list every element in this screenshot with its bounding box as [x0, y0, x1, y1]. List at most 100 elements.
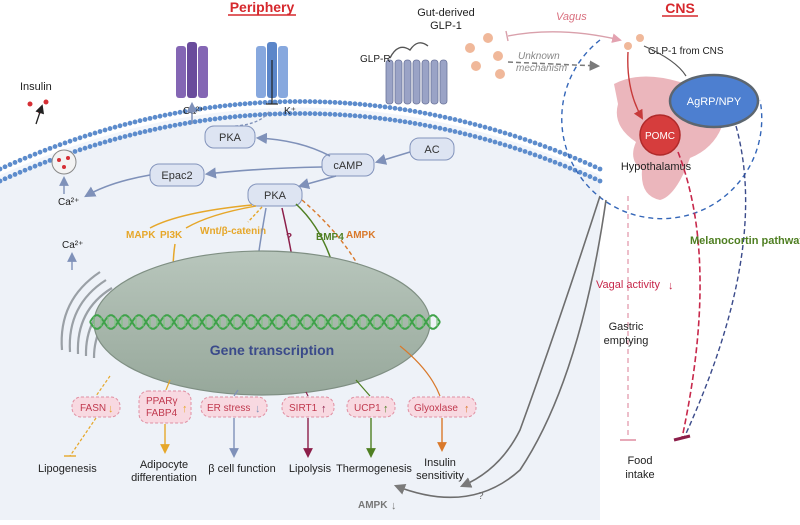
membrane-lipid	[437, 125, 443, 131]
membrane-lipid	[452, 129, 458, 134]
membrane-lipid	[477, 123, 483, 129]
gut-label-1: Gut-derived	[417, 7, 474, 19]
membrane-lipid	[277, 99, 283, 105]
membrane-lipid	[122, 122, 128, 127]
membrane-lipid	[477, 135, 483, 141]
membrane-lipid	[237, 113, 243, 119]
unknown-label-2: mechanism	[516, 63, 567, 74]
membrane-lipid	[117, 123, 123, 129]
glyoxlase-label: Glyoxlase	[414, 403, 458, 414]
membrane-lipid	[507, 144, 513, 149]
membrane-lipid	[7, 162, 13, 167]
membrane-lipid	[577, 157, 583, 163]
membrane-lipid	[337, 100, 343, 106]
pi3k-label: PI3K	[160, 230, 183, 241]
ucp1-label: UCP1	[354, 403, 381, 414]
membrane-lipid	[467, 120, 473, 126]
fabp4-up-icon: ↑	[182, 403, 188, 415]
membrane-lipid	[417, 109, 423, 115]
dna-helix-icon	[89, 314, 441, 330]
membrane-lipid	[342, 112, 348, 118]
glp1-cns-molecules-icon	[624, 34, 644, 50]
membrane-lipid	[337, 112, 343, 118]
glpr-helix	[430, 59, 439, 105]
membrane-lipid	[7, 174, 13, 179]
insulin-release-arrow	[35, 104, 45, 125]
membrane-lipid	[12, 160, 18, 165]
membrane-lipid	[132, 119, 138, 125]
agrp-npy-node[interactable]	[668, 73, 760, 129]
membrane-lipid	[282, 111, 288, 117]
membrane-lipid	[112, 136, 118, 142]
membrane-lipid	[317, 111, 323, 117]
membrane-lipid	[527, 150, 533, 156]
membrane-lipid	[137, 118, 143, 124]
camp-node[interactable]	[321, 153, 375, 177]
membrane-lipid	[457, 118, 463, 124]
membrane-lipid	[57, 142, 63, 148]
gene-sirt1[interactable]: SIRT1 ↑	[281, 396, 335, 418]
pka-to-k-inhibit	[234, 109, 271, 127]
membrane-lipid	[17, 169, 23, 175]
membrane-lipid	[332, 100, 338, 105]
gene-ucp1[interactable]: UCP1 ↑	[346, 396, 396, 418]
pomc-node[interactable]	[639, 114, 681, 156]
membrane-lipid	[422, 122, 428, 128]
unknown-label-1: Unknown	[518, 51, 560, 62]
membrane-lipid	[252, 112, 258, 118]
membrane-lipid	[582, 160, 588, 165]
glp1-to-agrp-inhibit	[643, 45, 687, 77]
question-bottom-label: ?	[478, 491, 484, 502]
membrane-lipid	[147, 127, 153, 133]
membrane-lipid	[287, 99, 293, 104]
nucleus-to-sirt1	[305, 391, 309, 397]
membrane-lipid	[522, 137, 528, 142]
epac2-label: Epac2	[161, 170, 192, 182]
membrane-lipid	[562, 151, 568, 157]
membrane-lipid	[442, 126, 448, 132]
k-channel-label: K⁺	[284, 106, 296, 117]
glpr-label: GLP-R	[360, 54, 391, 65]
gene-fasn[interactable]: FASN ↓	[71, 396, 121, 418]
membrane-lipid	[262, 112, 268, 117]
ucp1-up-icon: ↑	[383, 403, 389, 415]
glyoxlase-up-icon: ↑	[464, 403, 470, 415]
ac-to-camp-arrow	[374, 151, 411, 165]
cns-heading: CNS	[665, 0, 695, 16]
membrane-lipid	[77, 147, 83, 153]
membrane-lipid	[447, 115, 453, 121]
membrane-lipid	[87, 132, 93, 137]
glpr-helix	[412, 59, 421, 105]
membrane-lipid	[22, 155, 28, 161]
membrane-lipid	[547, 145, 553, 151]
gene-glyoxlase[interactable]: Glyoxlase ↑	[407, 396, 477, 418]
membrane-lipid	[362, 102, 368, 108]
membrane-lipid	[137, 130, 143, 136]
membrane-lipid	[357, 101, 363, 107]
membrane-lipid	[562, 163, 568, 169]
glpr-helix	[439, 59, 448, 105]
membrane-lipid	[222, 115, 228, 121]
glpr-helix	[385, 59, 394, 105]
hypothalamus-label: Hypothalamus	[621, 161, 692, 173]
pka-top-node[interactable]	[204, 125, 256, 149]
sirt1-up-icon: ↑	[321, 403, 327, 415]
membrane-lipid	[527, 138, 533, 144]
pka-main-node[interactable]	[247, 183, 303, 207]
pka-to-wnt-line	[247, 206, 263, 223]
membrane-lipid	[292, 99, 298, 104]
adipocyte-label-2: differentiation	[131, 472, 197, 484]
gene-er-stress[interactable]: ER stress ↓	[200, 396, 268, 418]
membrane-lipid	[197, 118, 203, 124]
membrane-lipid	[27, 165, 33, 171]
membrane-lipid	[452, 117, 458, 122]
membrane-lipid	[47, 145, 53, 151]
gene-pparg-fabp4[interactable]: PPARγ FABP4 ↑	[138, 390, 192, 424]
agrp-npy-label: AgRP/NPY	[687, 96, 742, 108]
pka-to-pi3k-line	[185, 205, 257, 229]
membrane-lipid	[532, 140, 538, 146]
membrane-lipid	[197, 106, 203, 112]
membrane-lipid	[2, 176, 8, 182]
ac-node[interactable]	[409, 137, 455, 161]
membrane-lipid	[442, 114, 448, 120]
